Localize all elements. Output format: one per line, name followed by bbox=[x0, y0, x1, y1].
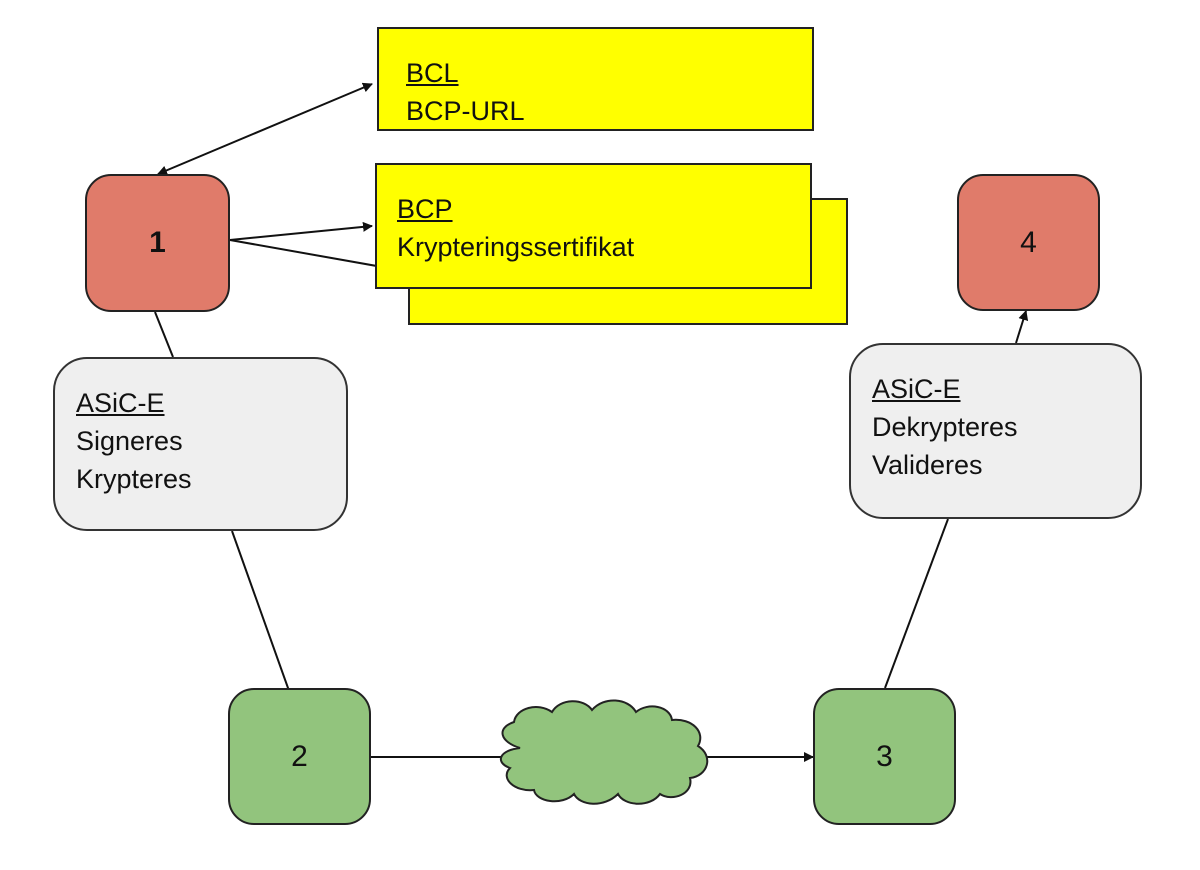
sender-note-title: ASiC-E bbox=[76, 388, 165, 418]
network-cloud-icon bbox=[499, 699, 709, 805]
node-1: 1 bbox=[85, 174, 230, 312]
sender-note: ASiC-E Signeres Krypteres bbox=[53, 357, 348, 531]
bcp-card: BCP Krypteringssertifikat bbox=[375, 163, 812, 289]
edge-receiver-note-4 bbox=[1015, 310, 1029, 344]
edge-sender-note-2 bbox=[231, 530, 300, 717]
edge-1-sender-note bbox=[154, 311, 174, 358]
bcl-card-line: BCP-URL bbox=[406, 96, 525, 126]
node-1-label: 1 bbox=[149, 226, 166, 259]
edge-1-bcl bbox=[157, 82, 373, 176]
bcp-card-title: BCP bbox=[397, 194, 453, 224]
node-3: 3 bbox=[813, 688, 956, 825]
edge-1-bcp-b bbox=[229, 239, 389, 272]
sender-note-line1: Signeres bbox=[76, 426, 183, 456]
node-4: 4 bbox=[957, 174, 1100, 311]
bcl-card-title: BCL bbox=[406, 58, 459, 88]
receiver-note-line2: Valideres bbox=[872, 450, 983, 480]
node-2-label: 2 bbox=[291, 739, 308, 773]
edge-3-receiver-note bbox=[884, 518, 949, 689]
node-2: 2 bbox=[228, 688, 371, 825]
sender-note-line2: Krypteres bbox=[76, 464, 192, 494]
node-4-label: 4 bbox=[1020, 225, 1037, 259]
bcl-card: BCL BCP-URL bbox=[377, 27, 814, 131]
receiver-note-title: ASiC-E bbox=[872, 374, 961, 404]
edge-1-bcp-a bbox=[229, 221, 373, 241]
node-3-label: 3 bbox=[876, 739, 893, 773]
receiver-note: ASiC-E Dekrypteres Valideres bbox=[849, 343, 1142, 519]
bcp-card-line: Krypteringssertifikat bbox=[397, 232, 635, 262]
receiver-note-line1: Dekrypteres bbox=[872, 412, 1018, 442]
